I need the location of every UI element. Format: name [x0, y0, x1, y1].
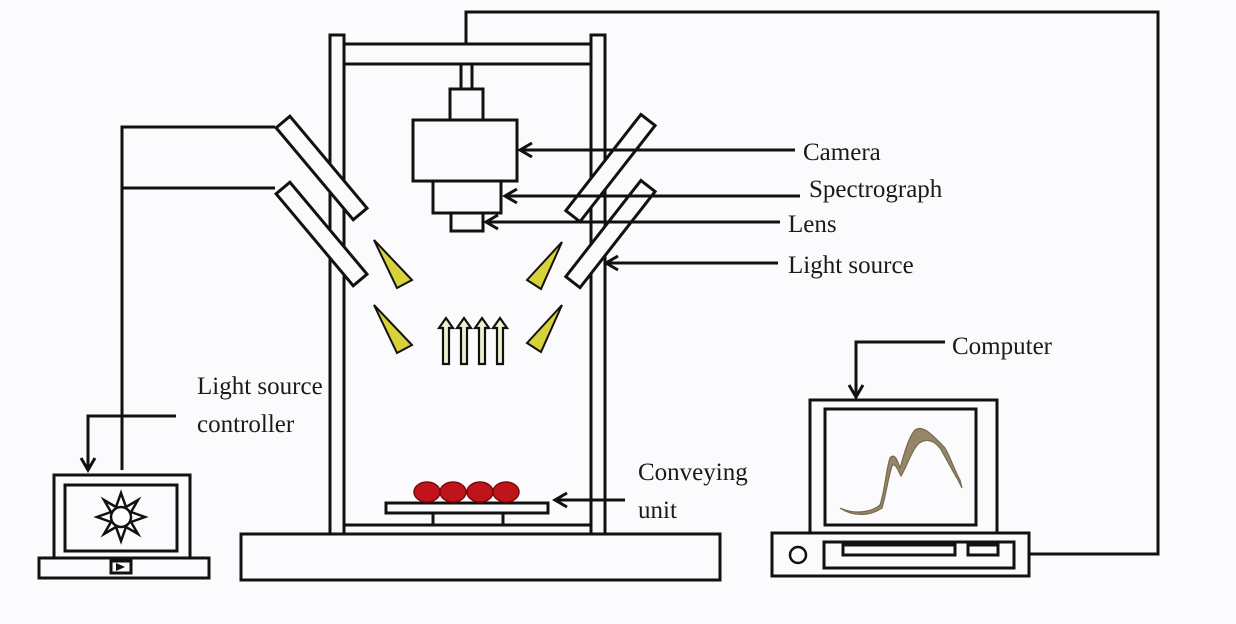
camera-assembly: [411, 62, 519, 233]
disk-slot: [841, 543, 957, 557]
left-light-sources: [120, 114, 414, 470]
left-lamp-1: [273, 114, 370, 222]
label-conveying-unit-2: unit: [638, 497, 677, 524]
computer: [770, 398, 1031, 578]
sample-2: [439, 481, 467, 503]
samples: [413, 481, 520, 503]
spectrum-curve-icon: [839, 427, 963, 515]
light-source-controller: [37, 473, 211, 580]
right-beam-2: [525, 304, 563, 354]
label-spectrograph: Spectrograph: [809, 176, 943, 203]
base-platform: [239, 532, 722, 582]
label-lens: Lens: [788, 211, 837, 238]
camera-body: [411, 118, 519, 183]
sun-icon: [93, 489, 149, 545]
right-beam-1: [525, 241, 563, 291]
label-light-source: Light source: [788, 252, 914, 279]
label-conveying-unit-1: Conveying: [638, 459, 748, 486]
power-button: [788, 545, 808, 565]
sample-3: [466, 481, 494, 503]
camera-mount: [459, 62, 474, 92]
right-post: [589, 33, 607, 537]
camera-top: [448, 87, 485, 122]
disk-slot-2: [966, 543, 1000, 557]
left-beam-1: [373, 239, 414, 290]
camera-computer-cable: [464, 10, 1160, 556]
left-post: [328, 33, 346, 537]
play-icon: [116, 563, 125, 571]
label-computer: Computer: [952, 333, 1053, 360]
sample-1: [413, 481, 441, 503]
support-frame: [328, 33, 607, 537]
upward-arrows-icon: [436, 316, 510, 366]
sample-4: [492, 481, 520, 503]
leader-arrows: [79, 141, 945, 509]
left-lamp-2: [273, 180, 370, 288]
conveying-unit: [384, 481, 550, 527]
left-beam-2: [373, 304, 414, 355]
spectrograph-body: [431, 179, 503, 215]
conveyor-support: [431, 511, 505, 527]
right-lamp-2: [563, 178, 658, 290]
label-light-source-controller-1: Light source: [197, 373, 323, 400]
label-camera: Camera: [803, 139, 881, 166]
label-light-source-controller-2: controller: [197, 411, 295, 438]
lens-body: [449, 211, 485, 233]
